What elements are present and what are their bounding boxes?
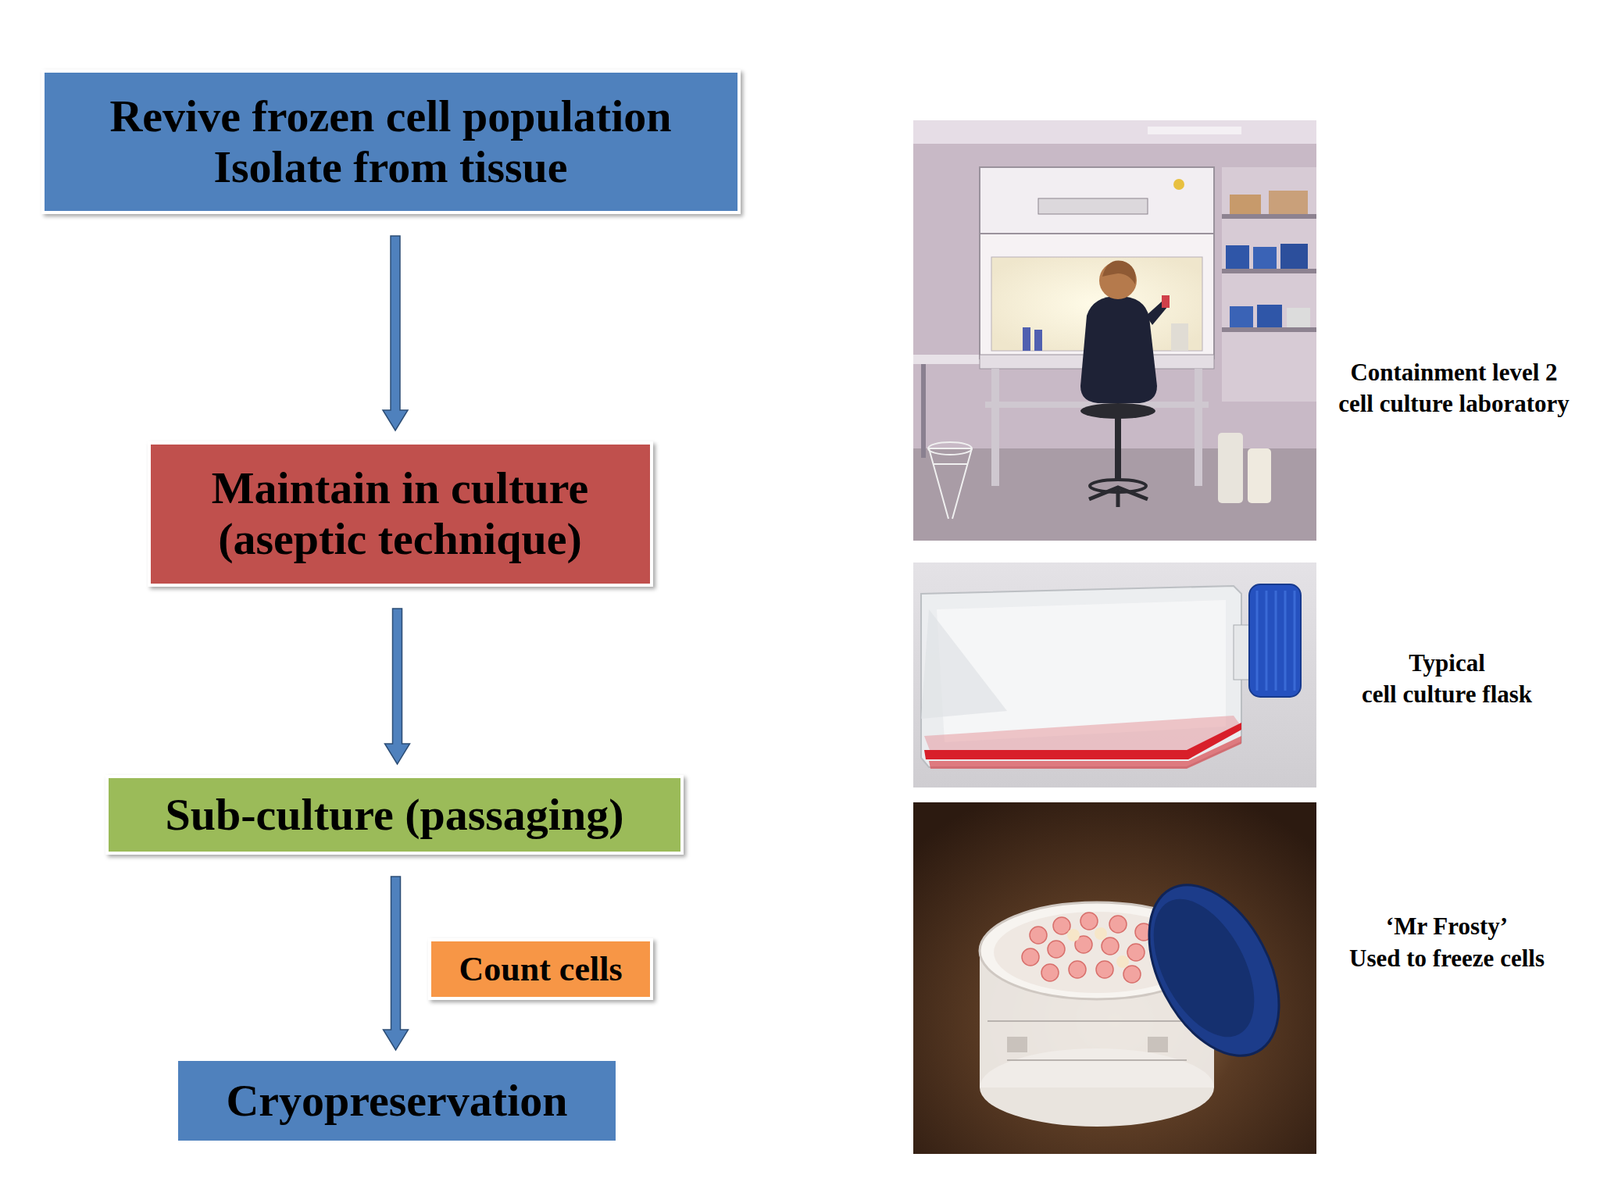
freezing-container-photo <box>913 802 1317 1154</box>
process-box: Revive frozen cell populationIsolate fro… <box>41 69 741 215</box>
node-text: Isolate from tissue <box>213 142 568 193</box>
flow-arrow <box>383 876 409 1050</box>
photo-caption: cell culture laboratory <box>1338 389 1570 418</box>
flask-photo <box>913 562 1317 788</box>
lab-photo <box>913 120 1317 541</box>
photo-caption: ‘Mr Frosty’ <box>1385 911 1508 941</box>
photo-caption: Containment level 2 <box>1350 357 1558 387</box>
node-text: Cryopreservation <box>225 1075 568 1127</box>
node-text: Count cells <box>459 950 623 989</box>
photo-caption: Used to freeze cells <box>1349 943 1545 973</box>
node-text: Revive frozen cell population <box>109 91 672 143</box>
process-box: Maintain in culture(aseptic technique) <box>147 441 654 587</box>
flow-arrow <box>385 608 411 765</box>
process-box: Sub-culture (passaging) <box>105 775 684 855</box>
note-box: Count cells <box>428 938 654 1000</box>
node-text: Sub-culture (passaging) <box>164 789 624 841</box>
node-text: (aseptic technique) <box>217 514 583 565</box>
node-text: Maintain in culture <box>211 463 589 515</box>
flow-arrow <box>382 235 408 431</box>
photo-caption: Typical <box>1408 648 1486 678</box>
photo-caption: cell culture flask <box>1361 679 1533 709</box>
process-box: Cryopreservation <box>178 1060 616 1141</box>
